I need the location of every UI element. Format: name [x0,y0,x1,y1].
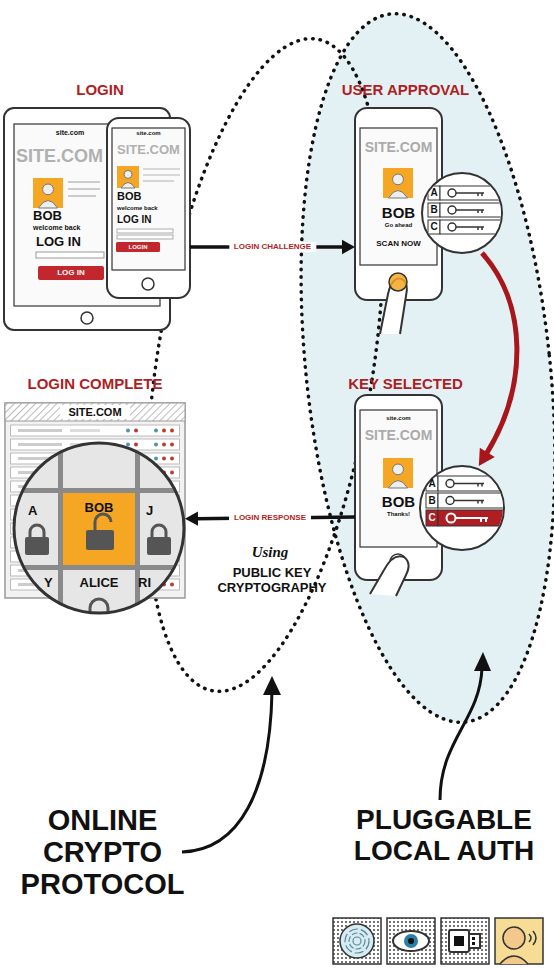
node-text: Thanks! [360,511,437,517]
button-text: LOG IN [38,269,104,277]
phone-drawing [355,395,442,596]
arrowhead [342,240,355,254]
node-text: SITE.COM [360,140,437,154]
key-letter: A [428,188,440,198]
lock-grid-circle: A BOB J Y ALICERI [14,443,184,613]
eye-icon [387,918,435,964]
key-letter: C [426,513,438,523]
flow-arrow [185,512,355,526]
section-heading: LOGIN COMPLETE [0,376,190,391]
key-list: ABC [422,173,502,253]
callout-title: ONLINE CRYPTO PROTOCOL [10,805,195,901]
arrowhead [185,512,198,526]
callout-arrow [182,692,272,852]
callout-title: PLUGGABLE LOCAL AUTH [345,805,543,867]
account-name: Y [44,576,53,589]
node-text: welcome back [33,224,80,231]
key-letter: C [428,222,440,232]
account-name: RI [138,576,151,589]
phone-device: USER APPROVALSITE.COMBOBGo aheadSCAN NOW [355,108,442,300]
server-rack: LOGIN COMPLETESITE.COMABOBJYALICERI [5,403,185,598]
local-auth-ellipse [269,1,554,735]
callout-arrowhead [474,652,491,671]
phone-drawing [107,118,190,298]
key-list-drawing [422,173,502,253]
selection-arrow [479,253,517,466]
phone-drawing [355,108,442,334]
phone-device: site.comSITE.COM BOB welcome backLOG IN LOG… [107,118,190,298]
callout-arrowhead [263,676,281,695]
key-list: ABC [420,466,504,550]
node-text: SITE.COM [112,143,185,156]
note-text: PUBLIC KEY CRYPTOGRAPHY [212,566,332,596]
node-text: site.com [112,130,185,136]
account-name: ALICE [63,576,135,589]
usb-key-icon [441,918,489,964]
section-heading: KEY SELECTED [318,376,493,391]
note-text: Using [235,545,305,560]
section-heading: LOGIN [45,82,155,97]
node-text: SITE.COM [360,428,437,442]
node-text: LOG IN [36,235,81,248]
face-voice-icon [495,918,543,964]
arrowhead [479,448,495,466]
key-letter: A [426,479,438,489]
edge-label: LOGIN CHALLENGE [229,242,316,252]
node-text: site.com [40,129,100,136]
tablet-device: LOGINsite.comSITE.COMBOBwelcome backLOG … [4,108,170,330]
callout-arrow [440,668,482,800]
node-text: site.com [360,415,437,421]
node-text: BOB [33,209,62,222]
key-letter: B [428,205,440,215]
node-text: LOG IN [117,215,151,225]
node-text: SITE.COM [5,407,185,418]
flow-arrow [190,240,355,254]
button-text: LOGIN [116,244,160,250]
node-text: welcome back [117,205,158,211]
section-heading: USER APPROVAL [318,82,493,97]
node-text: SCAN NOW [360,240,437,248]
connector-line [482,253,517,455]
node-text: Go ahead [360,222,437,228]
key-list-drawing [420,466,504,550]
node-text: BOB [360,205,437,220]
node-text: SITE.COM [16,147,103,165]
account-name: BOB [63,501,135,514]
fingerprint-icon [333,918,381,964]
edge-label: LOGIN RESPONSE [229,513,311,523]
account-name: J [146,504,153,517]
node-text: BOB [360,494,437,509]
lock-grid-drawing [0,420,200,630]
account-name: A [28,504,37,517]
node-text: BOB [117,191,141,202]
key-letter: B [426,496,438,506]
